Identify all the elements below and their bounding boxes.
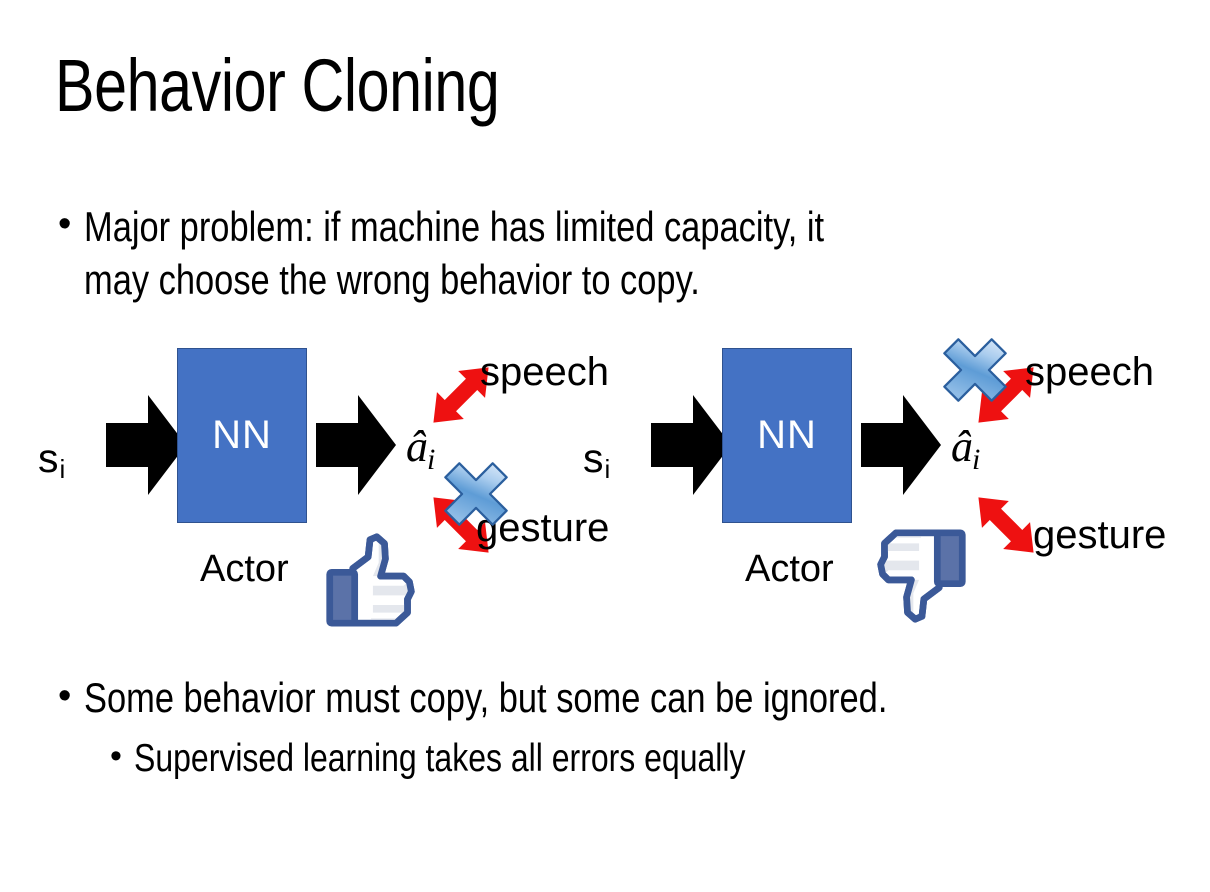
diagram-panel-left: si NN Actor âi [10,330,610,640]
bullet-marker-icon: • [58,203,72,245]
bullet-marker-icon: • [58,675,72,717]
bullet-major-problem: • Major problem: if machine has limited … [58,200,987,307]
action-label-left: âi [406,422,436,476]
bullet-supervised-learning: • Supervised learning takes all errors e… [110,735,880,784]
behavior-cloning-diagram: si NN Actor âi [0,330,1210,640]
actor-label-right: Actor [745,548,834,590]
state-label-right: si [583,435,611,484]
input-arrow-icon-left [106,395,186,495]
nn-box-left: NN [177,348,307,523]
nn-box-right: NN [722,348,852,523]
cross-out-x-icon-gesture-left [438,456,514,532]
branch-label-gesture-right: gesture [1033,513,1167,557]
thumbs-down-icon [873,526,969,626]
state-label-left: si [38,435,66,484]
diagram-panel-right: si NN Actor âi [555,330,1166,640]
output-arrow-icon-left [316,395,396,495]
branch-arrow-speech-left [406,340,516,450]
bullet-line: may choose the wrong behavior to copy. [84,256,700,304]
cross-out-x-icon-speech-right [937,332,1013,408]
actor-label-left: Actor [200,548,289,590]
branch-arrow-speech-right [951,340,1061,450]
bullet-some-behavior: • Some behavior must copy, but some can … [58,672,1064,725]
page-title: Behavior Cloning [55,44,500,127]
thumbs-up-icon [323,530,419,630]
bullet-line: Major problem: if machine has limited ca… [84,203,825,250]
branch-label-speech-left: speech [480,350,609,394]
bullet-line: Supervised learning takes all errors equ… [134,737,746,780]
action-label-right: âi [951,422,981,476]
branch-label-speech-right: speech [1025,350,1154,394]
bullet-marker-icon: • [110,737,122,775]
bullet-line: Some behavior must copy, but some can be… [84,674,888,721]
nn-label: NN [757,413,817,457]
branch-arrow-gesture-right [951,470,1061,580]
input-arrow-icon-right [651,395,731,495]
output-arrow-icon-right [861,395,941,495]
nn-label: NN [212,413,272,457]
